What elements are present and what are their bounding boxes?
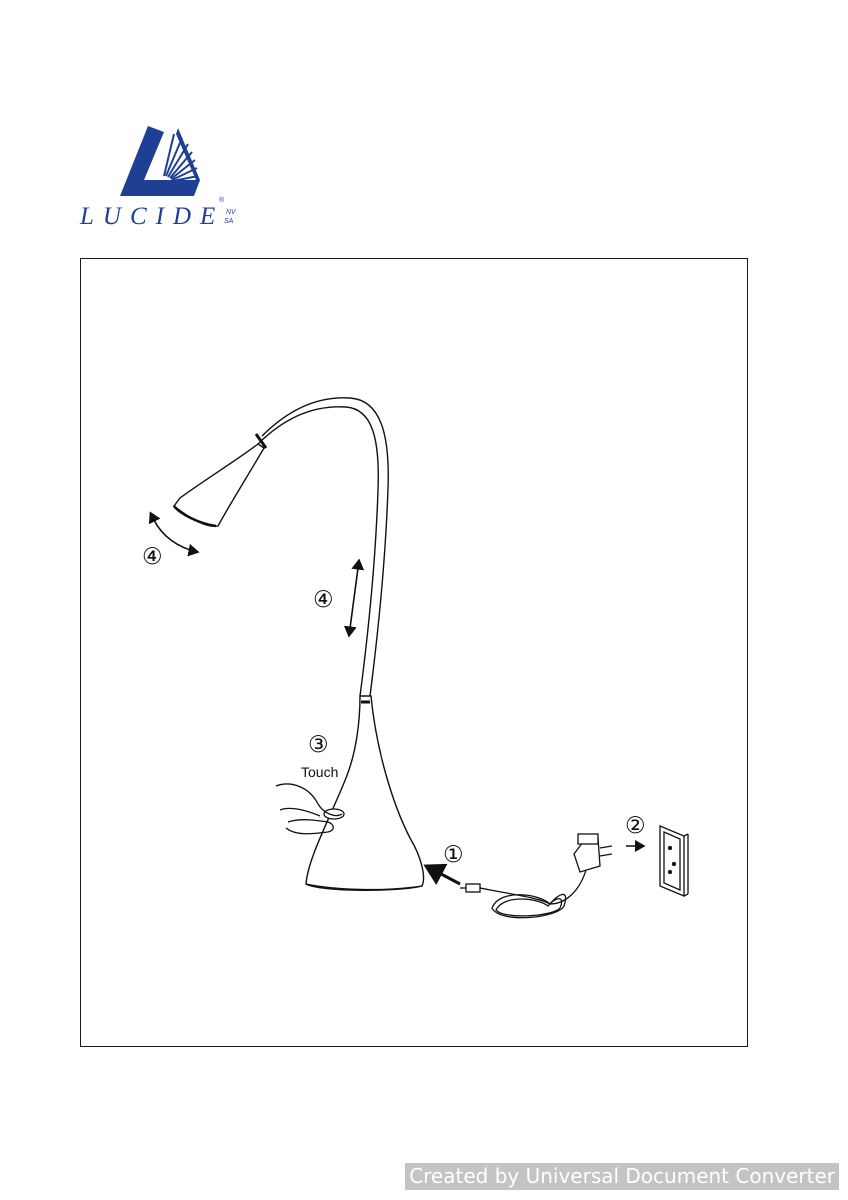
brand-registered: ®	[219, 196, 225, 204]
instruction-frame	[80, 258, 748, 1047]
adjust-arrow-icon	[343, 558, 365, 638]
touch-label: Touch	[301, 764, 339, 780]
desk-lamp	[173, 397, 425, 891]
step-3-label: ③	[308, 732, 329, 758]
connect-arrow-icon	[423, 863, 461, 886]
step-1-label: ①	[443, 842, 464, 868]
wall-socket	[659, 825, 689, 897]
power-adapter	[460, 833, 613, 919]
brand-suffix-sa: SA	[224, 218, 234, 225]
brand-name: LUCIDE	[79, 203, 224, 230]
step-2-label: ②	[625, 813, 646, 839]
finger-touch	[275, 783, 345, 835]
assembly-illustration	[148, 397, 689, 919]
brand-suffix-nv: NV	[226, 209, 237, 216]
rotate-arrow-icon	[148, 511, 200, 557]
converter-watermark: Created by Universal Document Converter	[405, 1163, 839, 1190]
step-4-arm-label: ④	[313, 587, 334, 613]
lucide-logo: LUCIDE ® NV SA	[79, 126, 237, 230]
step-4-head-label: ④	[142, 544, 163, 570]
